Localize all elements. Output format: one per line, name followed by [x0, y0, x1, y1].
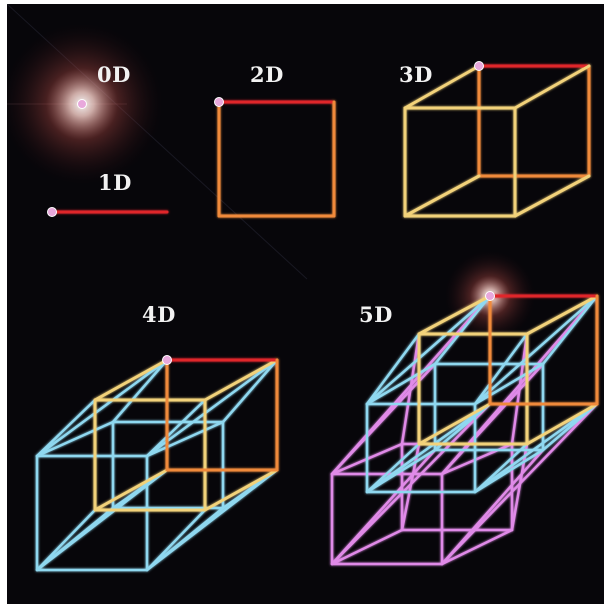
penteract-5d-108	[417, 402, 492, 446]
cube-3d-16	[403, 174, 481, 218]
vertex-1d	[47, 207, 57, 217]
penteract-5d-96	[365, 442, 421, 494]
tesseract-4d-37	[111, 358, 169, 424]
penteract-5d-75	[440, 448, 545, 566]
penteract-5d-86	[473, 362, 545, 406]
penteract-5d-63	[440, 528, 514, 566]
tesseract-4d-34	[145, 398, 207, 458]
vertex-0d	[77, 99, 87, 109]
vertex-5d	[485, 291, 495, 301]
tesseract-4d-35	[145, 508, 207, 572]
label-1d: 1D	[98, 170, 132, 195]
vertex-3d	[474, 61, 484, 71]
cube-3d-13	[403, 64, 481, 110]
tesseract-4d-48	[93, 468, 169, 512]
label-4d: 4D	[142, 302, 176, 327]
penteract-5d-97	[433, 294, 492, 366]
penteract-5d-89	[365, 294, 492, 406]
dimension-diagram	[7, 4, 599, 572]
tesseract-4d-46	[203, 358, 279, 402]
label-2d: 2D	[250, 62, 284, 87]
label-5d: 5D	[359, 302, 393, 327]
label-0d: 0D	[97, 62, 131, 87]
penteract-5d-90	[473, 294, 599, 406]
tesseract-4d-47	[203, 468, 279, 512]
penteract-5d-62	[440, 442, 514, 476]
penteract-5d-85	[365, 362, 437, 406]
penteract-5d-64	[330, 528, 404, 566]
cube-3d-14	[513, 64, 591, 110]
penteract-5d-98	[541, 294, 599, 366]
tesseract-4d-25	[35, 420, 115, 458]
penteract-5d-76	[330, 448, 437, 566]
penteract-5d-94	[473, 332, 529, 406]
tesseract-4d-33	[35, 398, 97, 458]
tesseract-4d-26	[145, 420, 225, 458]
penteract-5d-95	[473, 442, 529, 494]
penteract-5d-100	[433, 402, 492, 452]
penteract-5d-106	[525, 294, 599, 336]
tesseract-4d-29	[35, 358, 169, 458]
tesseract-4d-36	[35, 508, 97, 572]
tesseract-4d-30	[145, 358, 279, 458]
tesseract-4d-45	[93, 358, 169, 402]
vertex-2d	[214, 97, 224, 107]
penteract-5d-91	[473, 402, 599, 494]
penteract-5d-99	[541, 402, 599, 452]
penteract-5d-107	[525, 402, 599, 446]
tesseract-4d-38	[221, 358, 279, 424]
label-3d: 3D	[399, 62, 433, 87]
penteract-5d-105	[417, 294, 492, 336]
cube-3d-15	[513, 174, 591, 218]
penteract-5d-71	[510, 442, 529, 532]
vertex-4d	[162, 355, 172, 365]
diagram-canvas: 0D 1D 2D 3D 4D 5D	[7, 4, 604, 604]
penteract-5d-93	[365, 332, 421, 406]
penteract-5d-92	[365, 402, 492, 494]
